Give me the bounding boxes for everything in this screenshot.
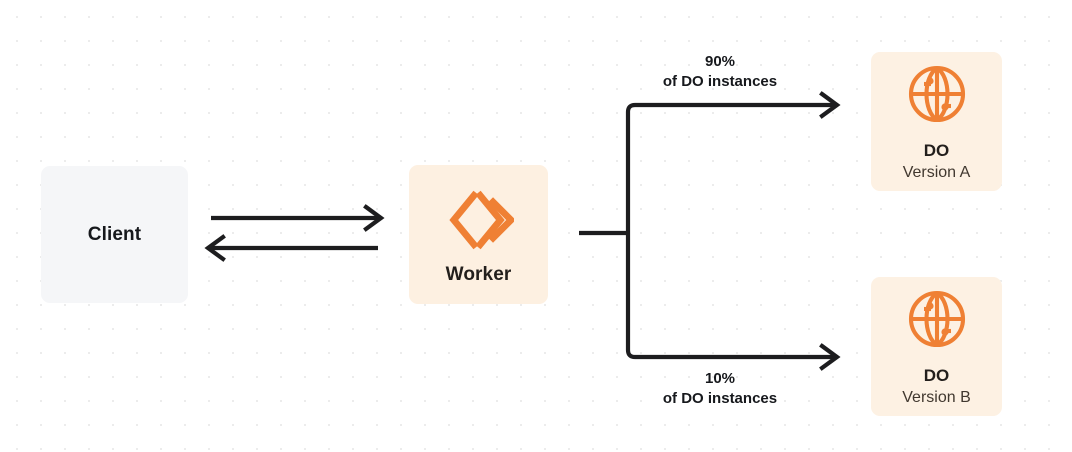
edge-label-do-a: 90% of DO instances bbox=[663, 52, 777, 92]
edge-worker-to-do-b bbox=[625, 233, 841, 371]
edge-client-to-worker bbox=[211, 204, 385, 232]
node-worker-label: Worker bbox=[445, 263, 512, 285]
globe-icon bbox=[908, 65, 965, 123]
edge-label-do-b-caption: of DO instances bbox=[662, 390, 778, 407]
node-do-version-a-subtitle: Version A bbox=[902, 164, 971, 181]
node-do-version-a-title: DO bbox=[923, 141, 950, 160]
node-do-version-a: DO Version A bbox=[871, 52, 1002, 191]
edge-worker-to-client bbox=[204, 234, 378, 262]
node-do-version-b-title: DO bbox=[923, 366, 950, 385]
node-do-version-b-subtitle: Version B bbox=[902, 389, 971, 406]
edge-label-do-a-percent: 90% bbox=[704, 53, 736, 70]
node-worker: Worker bbox=[409, 165, 548, 304]
node-do-version-b: DO Version B bbox=[871, 277, 1002, 416]
edge-label-do-b-percent: 10% bbox=[704, 370, 736, 387]
cloudflare-workers-icon bbox=[448, 190, 514, 249]
node-client-label: Client bbox=[87, 223, 142, 245]
globe-icon bbox=[908, 290, 965, 348]
edge-label-do-a-caption: of DO instances bbox=[662, 73, 778, 90]
edge-worker-to-do-a bbox=[625, 91, 841, 233]
edge-label-do-b: 10% of DO instances bbox=[663, 369, 777, 409]
node-client: Client bbox=[41, 166, 188, 303]
